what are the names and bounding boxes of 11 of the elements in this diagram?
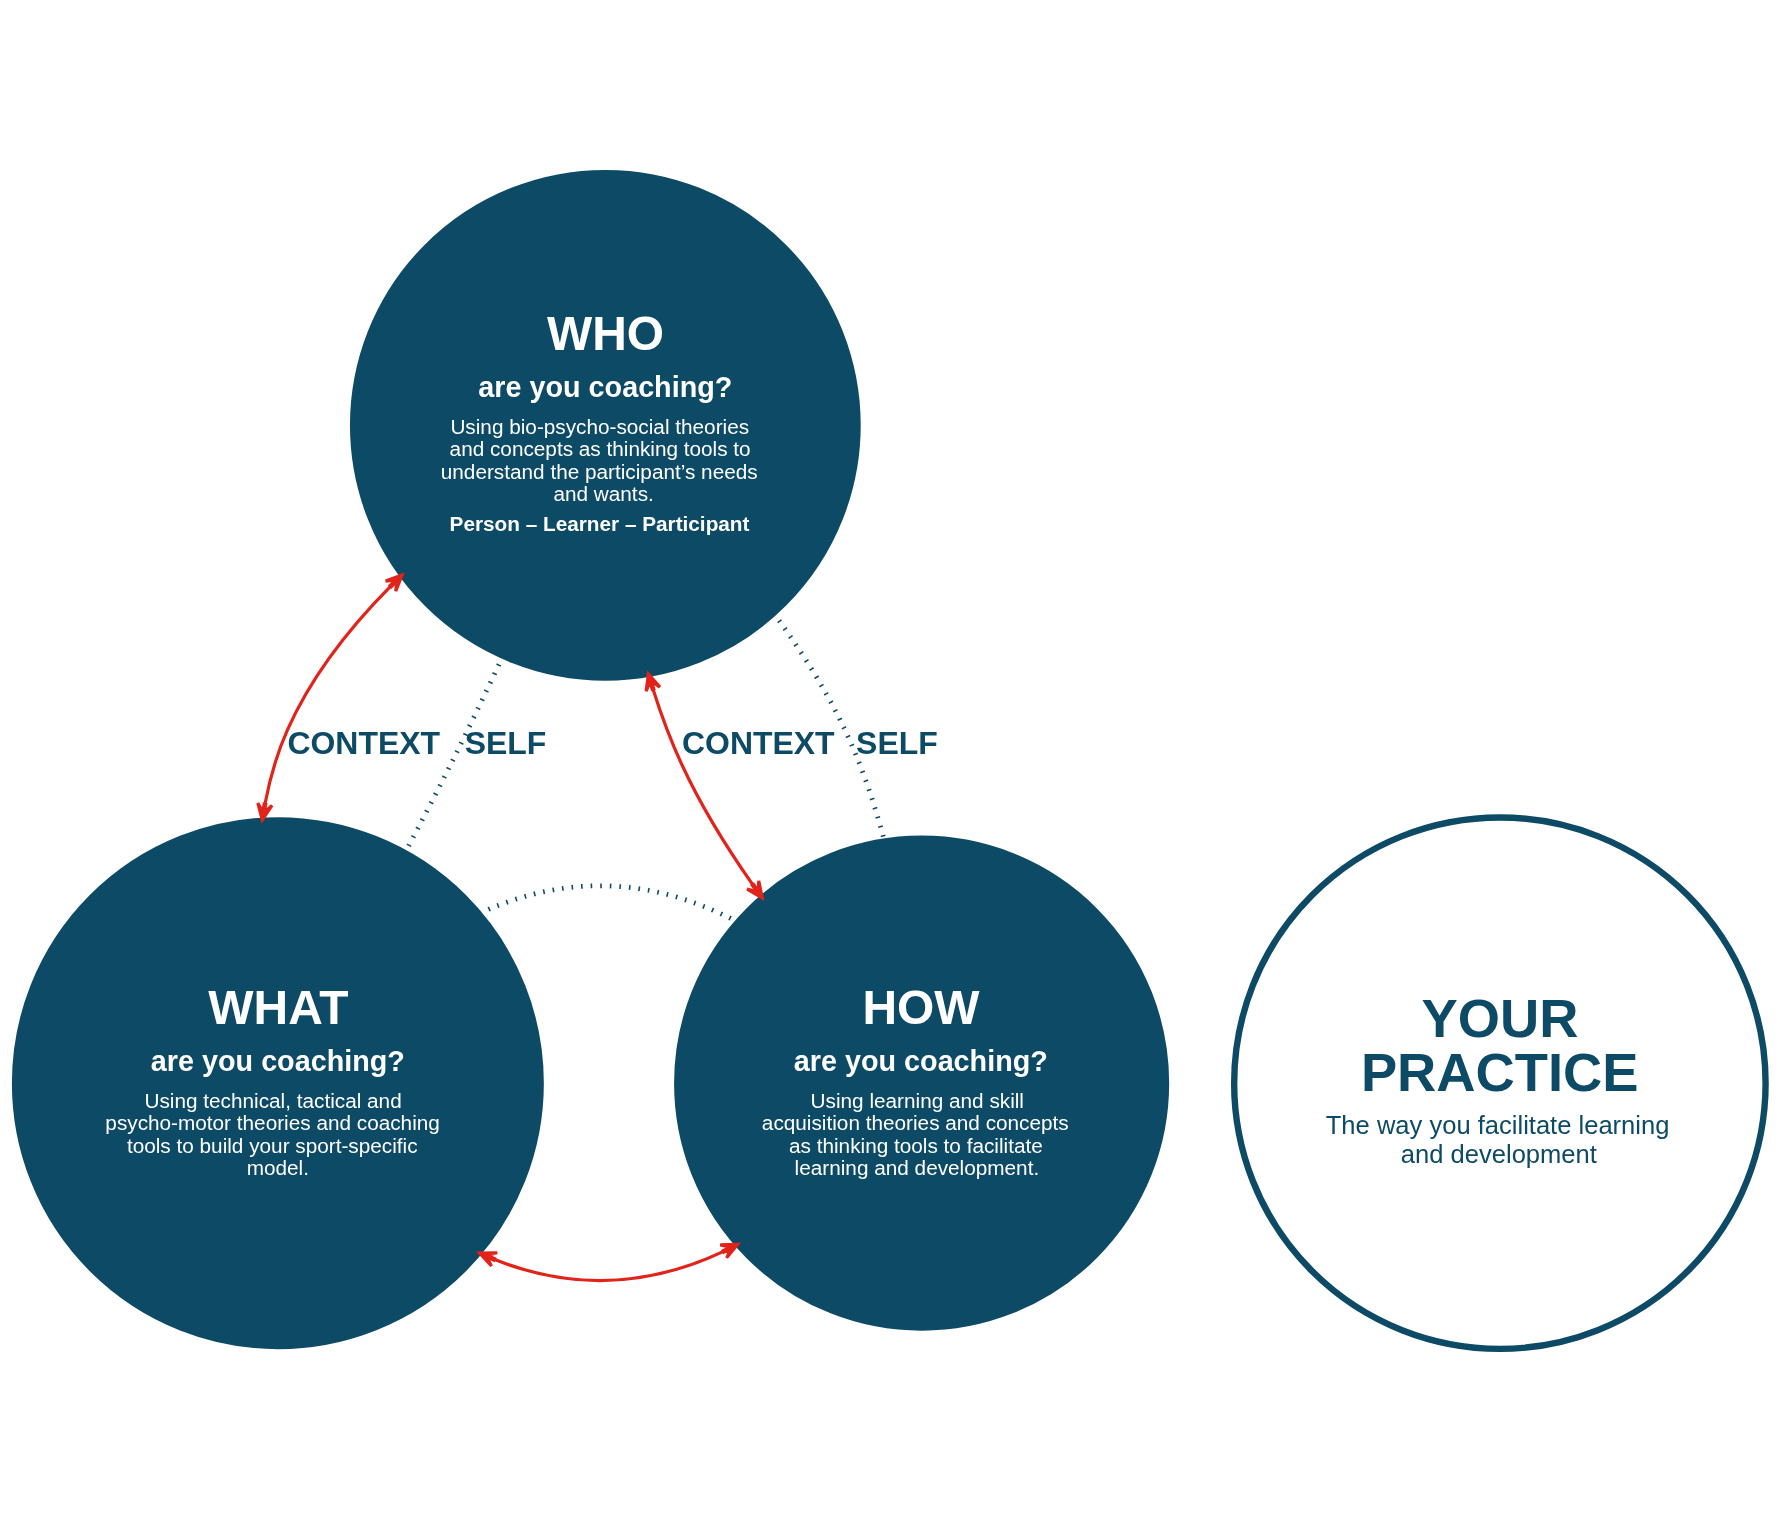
node-circle: YOUR PRACTICE The way you facilitate learning and development [1230, 814, 1769, 1353]
edge-label: CONTEXT [287, 724, 441, 761]
edge-label: SELF [856, 724, 938, 761]
edge-label: CONTEXT [682, 724, 835, 761]
node-circle: WHAT are you coaching? Using technical, tactical and psycho-motor theories and coaching tools to build your sport-specific model. [11, 817, 544, 1350]
edge-label: SELF [464, 724, 547, 761]
node-circle: HOW are you coaching? Using learning and skill acquisition theories and concepts as thinking tools to facilitate learning and development. [674, 835, 1170, 1331]
node-circle: WHO are you coaching? Using bio-psycho-social theories and concepts as thinking tools to understand the participant’s needs and wants. Person – Learner – Participant [349, 169, 861, 681]
arrow [478, 1242, 740, 1282]
arrow [256, 573, 404, 822]
arrow [644, 672, 764, 900]
